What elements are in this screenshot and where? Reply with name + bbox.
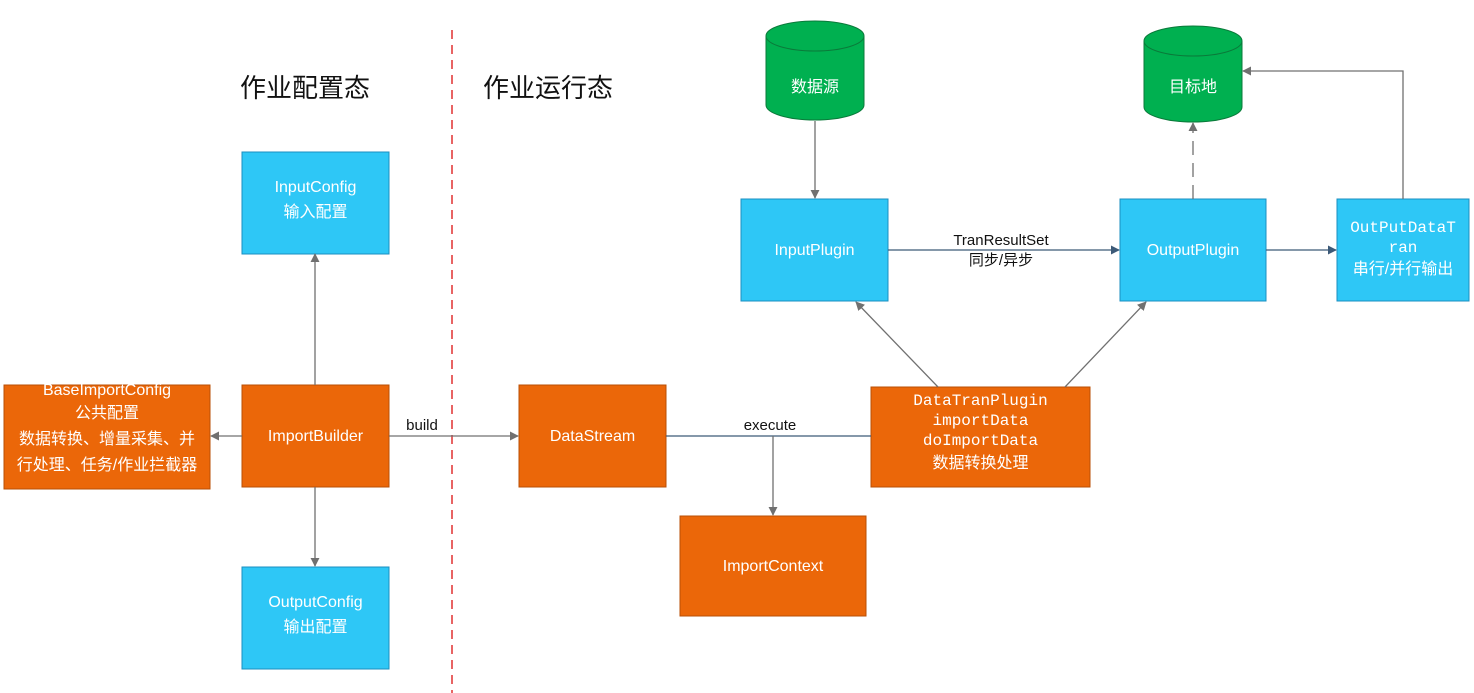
import-builder-label: ImportBuilder	[267, 428, 364, 445]
execute-edge-label: execute	[743, 417, 797, 434]
target-cylinder	[1143, 25, 1243, 123]
base-import-config-label: BaseImportConfig 公共配置 数据转换、增量采集、并 行处理、任务…	[4, 381, 210, 479]
output-config-name: OutputConfig	[268, 594, 363, 611]
base-import-config-desc-2: 数据转换、增量采集、并	[18, 431, 195, 448]
tran-result-set-label: TranResultSet 同步/异步	[941, 231, 1061, 271]
base-import-config-box	[3, 384, 211, 490]
data-tran-plugin-label: DataTranPlugin importData doImportData 数…	[871, 391, 1090, 477]
output-plugin-label: OutputPlugin	[1146, 242, 1240, 259]
input-config-name: InputConfig	[274, 179, 357, 196]
data-tran-plugin-desc: 数据转换处理	[932, 455, 1029, 472]
data-tran-plugin-method-2: doImportData	[922, 432, 1039, 450]
run-phase-title: 作业运行态	[483, 73, 614, 103]
input-plugin-box	[740, 198, 889, 302]
base-import-config-desc-3: 行处理、任务/作业拦截器	[16, 457, 198, 474]
base-import-config-desc-1: 公共配置	[74, 405, 139, 422]
output-config-desc: 输出配置	[283, 619, 348, 636]
tran-result-set-name: TranResultSet	[953, 232, 1049, 249]
edge-data-tran-to-target	[1242, 66, 1404, 199]
input-plugin-label: InputPlugin	[774, 242, 855, 259]
target-label: 目标地	[1168, 79, 1217, 96]
import-context-box	[679, 515, 867, 617]
data-stream-box	[518, 384, 667, 488]
output-data-tran-name-1: OutPutDataT	[1350, 219, 1456, 237]
datasource-cylinder	[765, 20, 865, 121]
data-tran-plugin-name: DataTranPlugin	[913, 392, 1048, 410]
data-tran-plugin-box	[870, 386, 1091, 488]
import-context-label: ImportContext	[722, 558, 824, 575]
tran-result-set-mode: 同步/异步	[968, 252, 1034, 269]
build-edge-label: build	[406, 417, 438, 434]
edge-tran-to-input-plugin	[855, 301, 939, 388]
datasource-label: 数据源	[790, 79, 839, 96]
output-config-label: OutputConfig 输出配置	[242, 590, 389, 640]
input-config-label: InputConfig 输入配置	[242, 175, 389, 225]
edge-tran-to-output-plugin	[1064, 301, 1147, 388]
output-data-tran-box	[1336, 198, 1470, 302]
data-tran-plugin-method-1: importData	[932, 412, 1029, 430]
data-stream-label: DataStream	[549, 428, 636, 445]
output-config-box	[241, 566, 390, 670]
output-data-tran-label: OutPutDataT ran 串行/并行输出	[1337, 218, 1469, 282]
output-data-tran-desc: 串行/并行输出	[1352, 261, 1454, 278]
config-phase-title: 作业配置态	[240, 73, 371, 103]
base-import-config-name: BaseImportConfig	[42, 382, 172, 399]
input-config-desc: 输入配置	[283, 204, 348, 221]
input-config-box	[241, 151, 390, 255]
output-data-tran-name-2: ran	[1388, 239, 1418, 257]
